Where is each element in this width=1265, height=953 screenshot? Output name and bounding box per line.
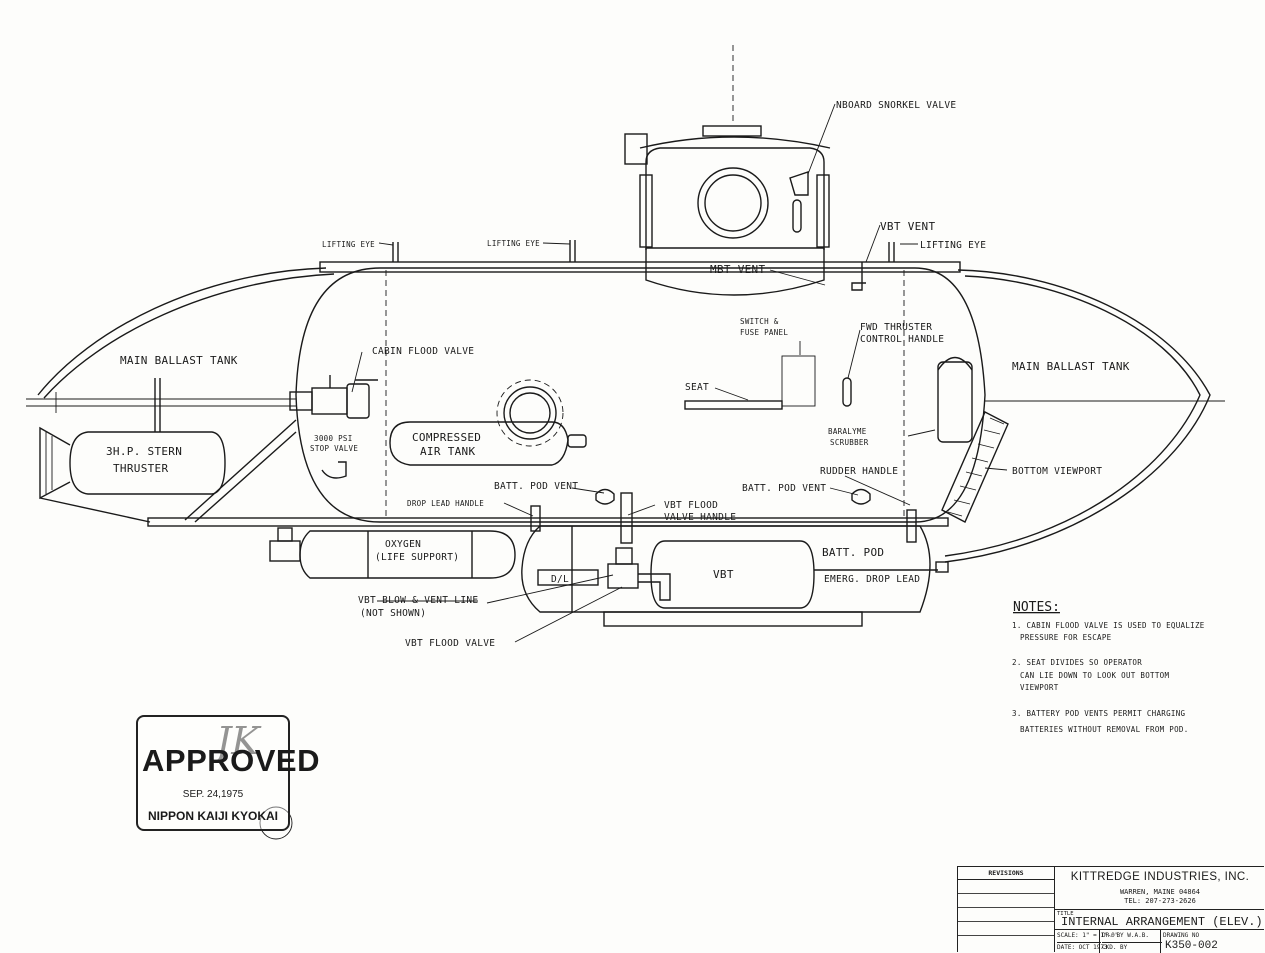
notes-heading: NOTES:: [1013, 600, 1060, 615]
revision-row-line: [958, 893, 1054, 894]
label-stop-valve-2: STOP VALVE: [310, 444, 358, 453]
note-3-line-1: 3. BATTERY POD VENTS PERMIT CHARGING: [1012, 709, 1186, 718]
label-bottom-viewport: BOTTOM VIEWPORT: [1012, 466, 1102, 477]
label-inboard-snorkel-valve: NBOARD SNORKEL VALVE: [836, 100, 956, 111]
label-vbt-blow-1: VBT BLOW & VENT LINE: [358, 595, 478, 606]
main-ballast-tank-fairing: [26, 261, 1225, 563]
label-emerg-drop-lead: EMERG. DROP LEAD: [824, 574, 920, 585]
revision-row-line: [958, 907, 1054, 908]
note-2-line-1: 2. SEAT DIVIDES SO OPERATOR: [1012, 658, 1142, 667]
label-main-ballast-tank-fwd: MAIN BALLAST TANK: [1012, 360, 1130, 373]
label-stern-thruster-1: 3H.P. STERN: [106, 445, 182, 458]
label-oxygen-2: (LIFE SUPPORT): [375, 552, 459, 563]
battery-pod: [521, 525, 949, 627]
checked-by: CKD. BY: [1102, 942, 1162, 951]
label-baralyme-1: BARALYME: [828, 427, 867, 436]
stern-thruster: [39, 378, 297, 523]
label-switch-fuse-1: SWITCH &: [740, 317, 779, 326]
note-1-line-1: 1. CABIN FLOOD VALVE IS USED TO EQUALIZE: [1012, 621, 1205, 630]
drawn-checked-cell: DR. BY W.A.B. CKD. BY: [1100, 930, 1162, 953]
label-main-ballast-tank-aft: MAIN BALLAST TANK: [120, 354, 238, 367]
revision-row-line: [958, 935, 1054, 936]
label-rudder-handle: RUDDER HANDLE: [820, 466, 898, 477]
label-batt-pod: BATT. POD: [822, 546, 884, 559]
company-name: KITTREDGE INDUSTRIES, INC.: [1070, 871, 1250, 883]
drawing-info-row: SCALE: 1" = 1'-0" DATE: OCT 1973 DR. BY …: [1055, 929, 1264, 953]
oxygen-tank: [269, 527, 516, 579]
cabin-flood-valve: [289, 375, 378, 419]
revision-row-line: [958, 921, 1054, 922]
drawing-title: INTERNAL ARRANGEMENT (ELEV.): [1061, 915, 1263, 929]
note-3-line-2: BATTERIES WITHOUT REMOVAL FROM POD.: [1020, 725, 1189, 734]
pressure-hull: [295, 267, 986, 523]
label-d-l: D/L: [551, 574, 569, 585]
drawing-title-row: TITLE INTERNAL ARRANGEMENT (ELEV.): [1055, 909, 1264, 930]
inspection-seal: [259, 806, 293, 840]
drawn-by: DR. BY W.A.B.: [1102, 932, 1149, 939]
lifting-eyes: [392, 240, 895, 262]
label-vbt-vent: VBT VENT: [880, 220, 935, 233]
label-lifting-eye-right: LIFTING EYE: [920, 240, 986, 251]
revisions-header: REVISIONS: [958, 867, 1054, 880]
stamp-organization: NIPPON KAIJI KYOKAI: [147, 809, 279, 823]
label-vbt-flood-handle-1: VBT FLOOD: [664, 500, 718, 511]
label-lifting-eye-left: LIFTING EYE: [322, 240, 375, 249]
company-address: WARREN, MAINE 04864: [1119, 888, 1201, 896]
label-vbt-flood-handle-2: VALVE HANDLE: [664, 512, 736, 523]
label-mbt-vent: MBT VENT: [710, 263, 765, 276]
seat: [684, 355, 852, 410]
label-cabin-flood-valve: CABIN FLOOD VALVE: [372, 346, 474, 357]
label-oxygen-1: OXYGEN: [385, 539, 421, 550]
company-telephone: TEL: 207-273-2626: [1124, 897, 1196, 905]
conning-tower: [624, 125, 831, 296]
drawing-scale: SCALE: 1" = 1'-0": [1057, 932, 1119, 939]
title-block: REVISIONS KITTREDGE INDUSTRIES, INC. WAR…: [957, 866, 1264, 953]
label-vbt-blow-2: (NOT SHOWN): [360, 608, 426, 619]
drawing-number: K350-002: [1165, 940, 1218, 952]
label-batt-pod-vent-left: BATT. POD VENT: [494, 481, 578, 492]
label-stern-thruster-2: THRUSTER: [113, 462, 168, 475]
title-tag: TITLE: [1057, 911, 1074, 917]
approved-stamp: JK APPROVED SEP. 24,1975 NIPPON KAIJI KY…: [136, 715, 320, 831]
note-2-line-3: VIEWPORT: [1020, 683, 1059, 692]
revisions-column: REVISIONS: [958, 867, 1055, 952]
label-compressed-air-1: COMPRESSED: [412, 431, 481, 444]
note-2-line-2: CAN LIE DOWN TO LOOK OUT BOTTOM: [1020, 671, 1169, 680]
stamp-date: SEP. 24,1975: [182, 789, 244, 800]
label-drop-lead-handle: DROP LEAD HANDLE: [407, 499, 484, 508]
stamp-initials: JK: [216, 719, 260, 763]
bottom-viewport: [941, 411, 1009, 523]
stop-valve: [321, 461, 347, 479]
label-baralyme-2: SCRUBBER: [830, 438, 869, 447]
stamp-approved-text: APPROVED: [142, 743, 320, 778]
label-switch-fuse-2: FUSE PANEL: [740, 328, 788, 337]
label-fwd-thruster-1: FWD THRUSTER: [860, 322, 932, 333]
note-1-line-2: PRESSURE FOR ESCAPE: [1020, 633, 1112, 642]
drawing-number-cell: DRAWING NO K350-002: [1161, 930, 1264, 953]
label-lifting-eye-mid: LIFTING EYE: [487, 239, 540, 248]
baralyme-scrubber: [937, 356, 973, 443]
label-compressed-air-2: AIR TANK: [420, 445, 475, 458]
label-vbt: VBT: [713, 568, 734, 581]
label-fwd-thruster-2: CONTROL HANDLE: [860, 334, 944, 345]
label-batt-pod-vent-right: BATT. POD VENT: [742, 483, 826, 494]
label-seat: SEAT: [685, 382, 709, 393]
drawing-number-tag: DRAWING NO: [1163, 932, 1200, 939]
label-vbt-flood-valve: VBT FLOOD VALVE: [405, 638, 495, 649]
compressed-air-tank: [389, 379, 587, 466]
notes: NOTES: 1. CABIN FLOOD VALVE IS USED TO E…: [1012, 600, 1205, 734]
vbt-vent-valve: [851, 262, 866, 291]
scale-date-cell: SCALE: 1" = 1'-0" DATE: OCT 1973: [1055, 930, 1118, 953]
drawing-date: DATE: OCT 1973: [1057, 942, 1108, 951]
label-stop-valve-1: 3000 PSI: [314, 434, 353, 443]
